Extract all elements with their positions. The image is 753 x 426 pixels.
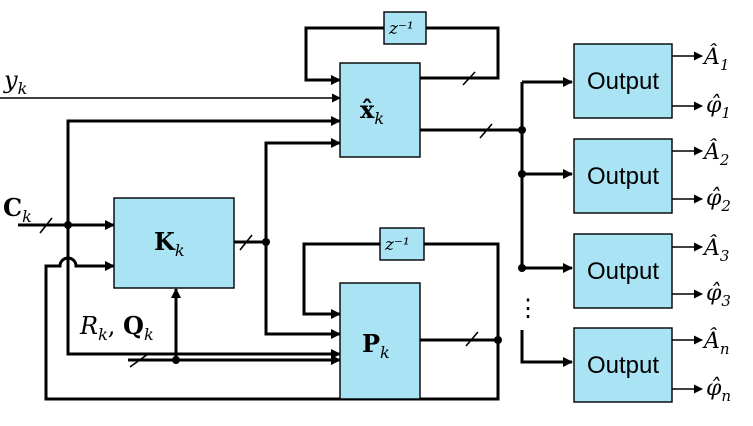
gain-label: Kk [154, 227, 185, 260]
output-phi3: φ̂3 [706, 281, 731, 310]
output-a1: Â1 [702, 43, 729, 74]
output-phi2: φ̂2 [706, 186, 731, 215]
output-block-2 [573, 138, 673, 214]
ellipsis: ⋮ [516, 294, 540, 322]
delay-label-bottom: z⁻¹ [384, 235, 410, 255]
covariance-block [339, 282, 421, 400]
output-arrows [672, 51, 703, 394]
output-a3: Â3 [702, 234, 729, 265]
input-label-ck: Ck [3, 193, 32, 226]
wire-pk-delay-out [420, 242, 500, 342]
wire-pk-feedback [44, 256, 500, 401]
output-phin: φ̂n [706, 376, 731, 405]
wire-pk-delay-in [302, 242, 380, 319]
output-label-n: Output [587, 352, 659, 379]
delay-label-top: z⁻¹ [388, 19, 414, 39]
output-phi1: φ̂1 [706, 93, 731, 122]
output-names: Â1 φ̂1 Â2 φ̂2 Â3 φ̂3 Ân φ̂n [702, 43, 731, 405]
wire-ck-to-xk [66, 116, 341, 225]
gain-block [113, 197, 235, 289]
output-block-3 [573, 233, 673, 309]
output-label-2: Output [587, 163, 659, 190]
delay-block-top [383, 11, 427, 45]
wire-ck-to-pk [66, 225, 341, 359]
output-block-1 [573, 43, 673, 119]
wire-xk-delay-in [304, 26, 384, 85]
wire-bus-to-outn [520, 330, 573, 367]
input-label-yk: yk [3, 66, 27, 98]
output-label-3: Output [587, 258, 659, 285]
output-an: Ân [702, 327, 730, 358]
delay-block-bottom [379, 227, 425, 261]
covariance-label: Pk [362, 329, 390, 362]
output-block-n [573, 327, 673, 403]
state-estimate-label: x̂k [360, 95, 384, 128]
wire-kk-to-xk [264, 138, 341, 242]
input-label-rq: Rk, Qk [79, 311, 154, 344]
wire-xk-delay-out [420, 26, 500, 80]
wire-kk-to-pk [264, 242, 341, 339]
output-a2: Â2 [702, 138, 729, 169]
output-label-1: Output [587, 68, 659, 95]
state-estimate-block [339, 62, 421, 158]
